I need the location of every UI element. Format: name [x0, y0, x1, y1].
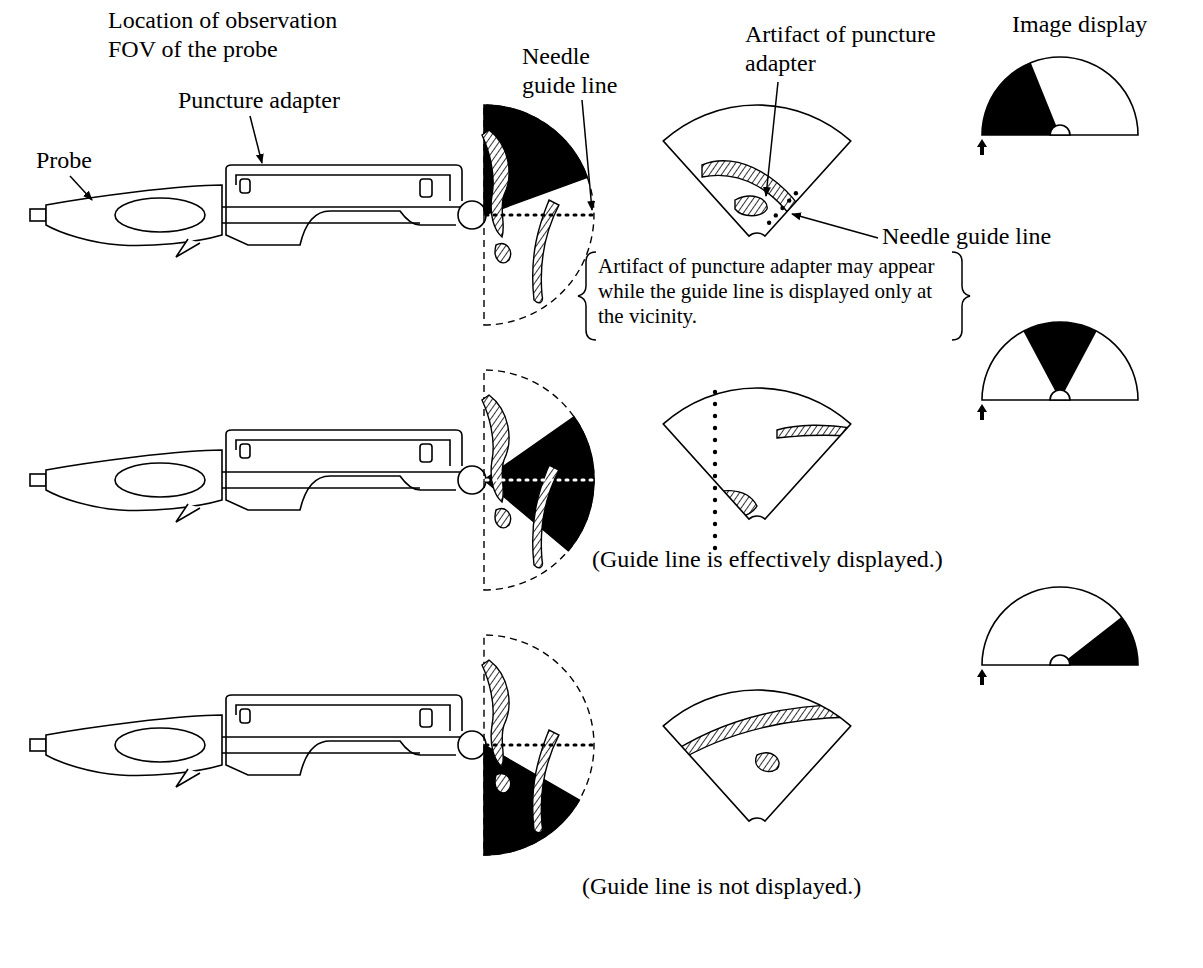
image-guide-dot [713, 414, 717, 418]
leader-arrow [250, 116, 262, 163]
fan-content [687, 425, 852, 523]
anatomy-structure [495, 774, 510, 793]
image-guide-dot [713, 402, 717, 406]
anatomy-structure [495, 509, 510, 528]
probe-trigger [176, 504, 200, 522]
image-guide-dot [713, 426, 717, 430]
image-guide-dot [713, 390, 717, 394]
probe-drawing [30, 430, 486, 522]
leader-arrow [582, 100, 592, 210]
needle-guide-dots [486, 479, 594, 482]
image-guide-dot [713, 534, 717, 538]
probe-connector [30, 474, 46, 486]
note: Artifact of puncture adapter may appear … [598, 254, 948, 330]
image-guide-dot [713, 474, 717, 478]
image-guide-dot [713, 450, 717, 454]
part-name: Probe [36, 146, 136, 175]
anatomy-structure [495, 244, 510, 263]
leader-arrow [792, 214, 878, 238]
display-outline [982, 322, 1138, 400]
probe-tip [458, 201, 486, 229]
leader-arrow [766, 82, 778, 196]
anatomy-structure [482, 395, 509, 502]
part-name: Needle guide line [522, 42, 642, 100]
caption: (Guide line is not displayed.) [582, 872, 962, 901]
display-arrow [977, 139, 987, 155]
probe-drawing [30, 165, 486, 257]
display-notch [1050, 390, 1070, 400]
image-guide-dot [767, 221, 771, 225]
probe-grip [115, 198, 205, 232]
image-guide-dot [787, 198, 791, 202]
adapter-clip [420, 444, 432, 462]
fan-content [647, 705, 867, 831]
fan-ground [663, 388, 850, 519]
image-guide-dot [713, 498, 717, 502]
image-guide-dot [774, 213, 778, 217]
fov-outline [484, 635, 594, 855]
image-guide-dot [713, 486, 717, 490]
probe-grip [115, 728, 205, 762]
adapter-clip [240, 709, 250, 723]
image-guide-dot [713, 522, 717, 526]
probe-handle [46, 450, 222, 511]
adapter-clip [420, 709, 432, 727]
image-guide-dot [713, 510, 717, 514]
probe-connector [30, 209, 46, 221]
needle-guide-dots [486, 214, 594, 217]
image-structure [756, 753, 779, 772]
part-name: Artifact of puncture adapter [745, 20, 945, 78]
fan-outline [663, 690, 850, 821]
image-guide-dot [713, 462, 717, 466]
fan-content-group [702, 161, 817, 242]
probe-shaft [222, 207, 460, 223]
display-notch [1050, 125, 1070, 135]
heading: Image display [1012, 10, 1192, 39]
adapter-clip [420, 179, 432, 197]
heading: Location of observation FOV of the probe [108, 6, 388, 64]
image-structure [735, 196, 767, 216]
image-structure [687, 816, 701, 830]
probe-grip [115, 463, 205, 497]
image-structure [702, 161, 817, 242]
part-name: Needle guide line [882, 222, 1082, 251]
fan-content-group [687, 425, 852, 523]
leader-arrow [70, 176, 92, 200]
display-notch [1050, 655, 1070, 665]
display-sector [1023, 322, 1096, 400]
probe-tip [458, 731, 486, 759]
image-guide-dot [780, 206, 784, 210]
anatomy-structure [482, 660, 509, 767]
fan-outline [663, 105, 850, 236]
probe-handle [46, 185, 222, 246]
anatomy-structure [482, 130, 509, 237]
probe-tip [458, 466, 486, 494]
bracket [952, 252, 970, 340]
display-outline [982, 57, 1138, 135]
probe-shaft [222, 472, 460, 488]
part-name: Puncture adapter [178, 86, 398, 115]
display-arrow [977, 404, 987, 420]
bracket [578, 252, 596, 340]
image-structure [687, 491, 757, 523]
fan-content [702, 161, 817, 242]
probe-drawing [30, 695, 486, 787]
probe-trigger [176, 239, 200, 257]
display-outline [982, 587, 1138, 665]
probe-shaft [222, 737, 460, 753]
needle-guide-dots [486, 744, 594, 747]
display-sector [982, 63, 1060, 135]
fan-outline [663, 388, 850, 519]
caption: (Guide line is effectively displayed.) [592, 545, 972, 574]
image-guide-dot [794, 191, 798, 195]
adapter-clip [240, 444, 250, 458]
image-guide-dot [713, 438, 717, 442]
adapter-clip [240, 179, 250, 193]
probe-trigger [176, 769, 200, 787]
probe-handle [46, 715, 222, 776]
display-arrow [977, 669, 987, 685]
probe-connector [30, 739, 46, 751]
fan-content-group [647, 705, 867, 831]
